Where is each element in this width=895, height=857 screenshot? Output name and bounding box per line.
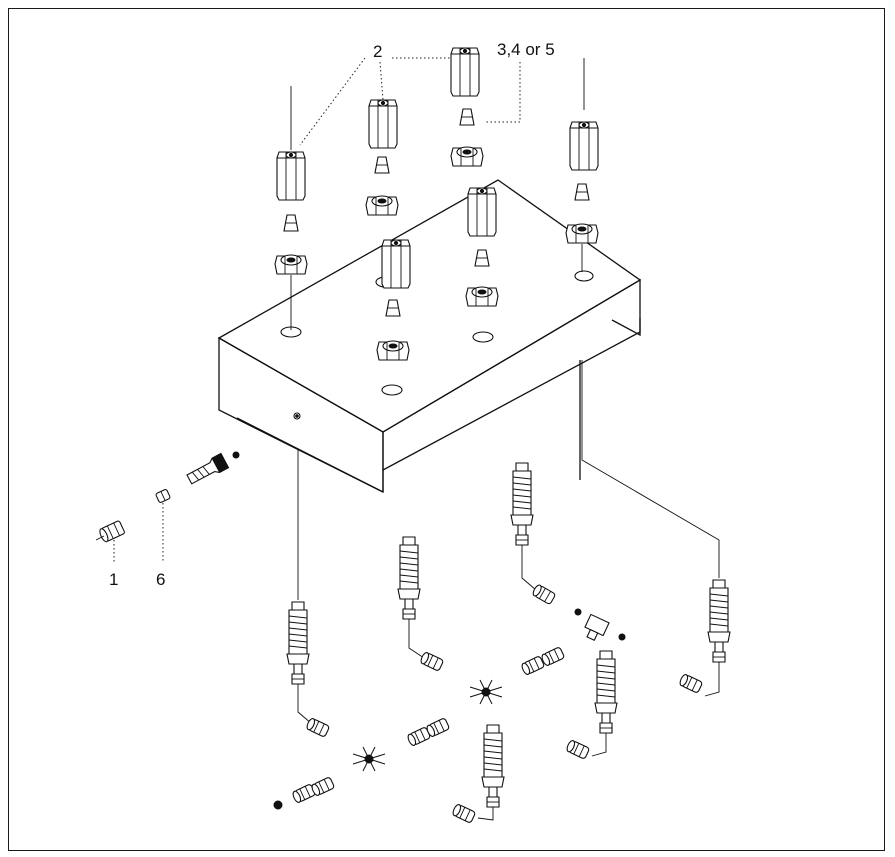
block-fitting-stack-a <box>376 239 411 361</box>
cross-fitting-left <box>352 746 386 772</box>
label-part-2: 2 <box>373 42 382 61</box>
sensor-bottom-center <box>451 724 505 824</box>
top-fitting-stack-center <box>450 47 484 167</box>
block-fitting-stack-b <box>465 187 499 307</box>
leader-lines <box>299 57 521 146</box>
manifold-block <box>217 179 642 494</box>
top-fitting-stack-right <box>565 58 599 272</box>
label-part-3-4-5: 3,4 or 5 <box>497 40 555 59</box>
label-part-6: 6 <box>156 570 165 589</box>
sensor-center-right <box>565 650 618 760</box>
sensor-top-center <box>510 462 557 606</box>
label-part-1: 1 <box>109 570 118 589</box>
sensor-left <box>286 450 331 738</box>
sensor-center-left <box>397 536 445 672</box>
top-fitting-stack-left <box>274 86 308 330</box>
side-port-parts <box>95 451 240 562</box>
tubing-unions <box>273 646 566 810</box>
top-fitting-stack-center-left <box>365 99 399 216</box>
tee-fitting-right <box>574 608 626 642</box>
cross-fitting-center <box>469 679 503 705</box>
diagram-frame <box>8 8 885 851</box>
sensor-right <box>581 360 731 697</box>
